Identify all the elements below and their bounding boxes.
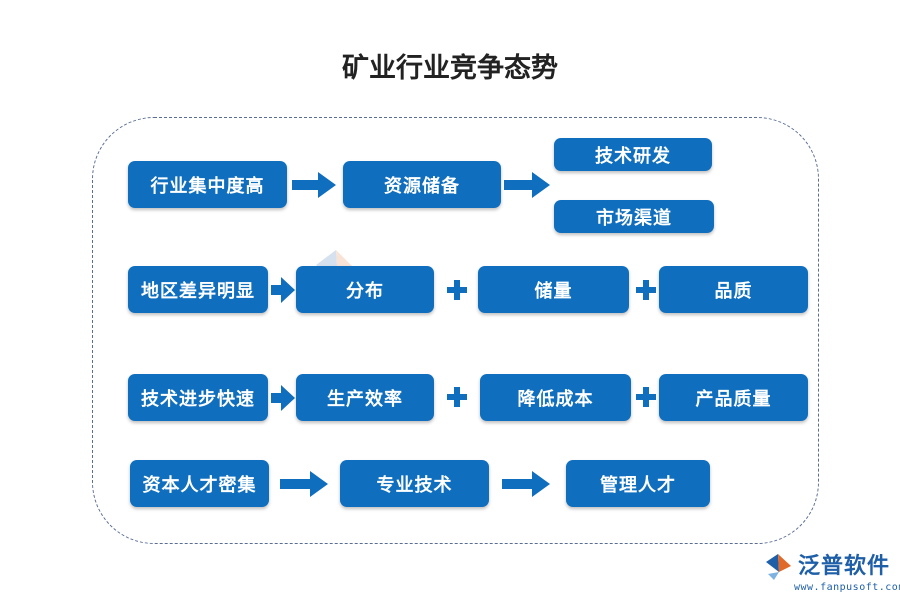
row1-arrow-2-icon	[504, 172, 550, 198]
brand-name: 泛普软件	[798, 554, 891, 579]
row1-head-box: 行业集中度高	[128, 161, 287, 208]
row3-item-box-1: 生产效率	[296, 374, 434, 421]
row4-head-box: 资本人才密集	[130, 460, 269, 507]
dashed-frame	[92, 117, 819, 544]
row3-item-box-3: 产品质量	[659, 374, 808, 421]
row4-item-box-1: 专业技术	[340, 460, 489, 507]
row2-item-box-3: 品质	[659, 266, 808, 313]
row3-arrow-icon	[271, 385, 295, 411]
row3-head-box: 技术进步快速	[128, 374, 268, 421]
row4-arrow-1-icon	[280, 471, 328, 497]
row1-arrow-1-icon	[292, 172, 336, 198]
row3-item-box-2: 降低成本	[480, 374, 631, 421]
row1-middle-box: 资源储备	[343, 161, 501, 208]
row3-plus-1-icon	[447, 387, 467, 407]
row1-branch-box-1: 技术研发	[554, 138, 712, 171]
row2-plus-2-icon	[636, 280, 656, 300]
row3-plus-2-icon	[636, 387, 656, 407]
diagram-title: 矿业行业竞争态势	[342, 53, 558, 84]
row2-item-box-1: 分布	[296, 266, 434, 313]
row4-arrow-2-icon	[502, 471, 550, 497]
row2-arrow-icon	[271, 277, 295, 303]
row2-item-box-2: 储量	[478, 266, 629, 313]
brand-logo-icon	[766, 554, 791, 580]
brand-logo: 泛普软件	[764, 552, 890, 582]
row1-branch-box-2: 市场渠道	[554, 200, 714, 233]
row2-head-box: 地区差异明显	[128, 266, 268, 313]
brand-url[interactable]: www.fanpusoft.com	[794, 582, 900, 593]
row4-item-box-2: 管理人才	[566, 460, 710, 507]
row2-plus-1-icon	[447, 280, 467, 300]
